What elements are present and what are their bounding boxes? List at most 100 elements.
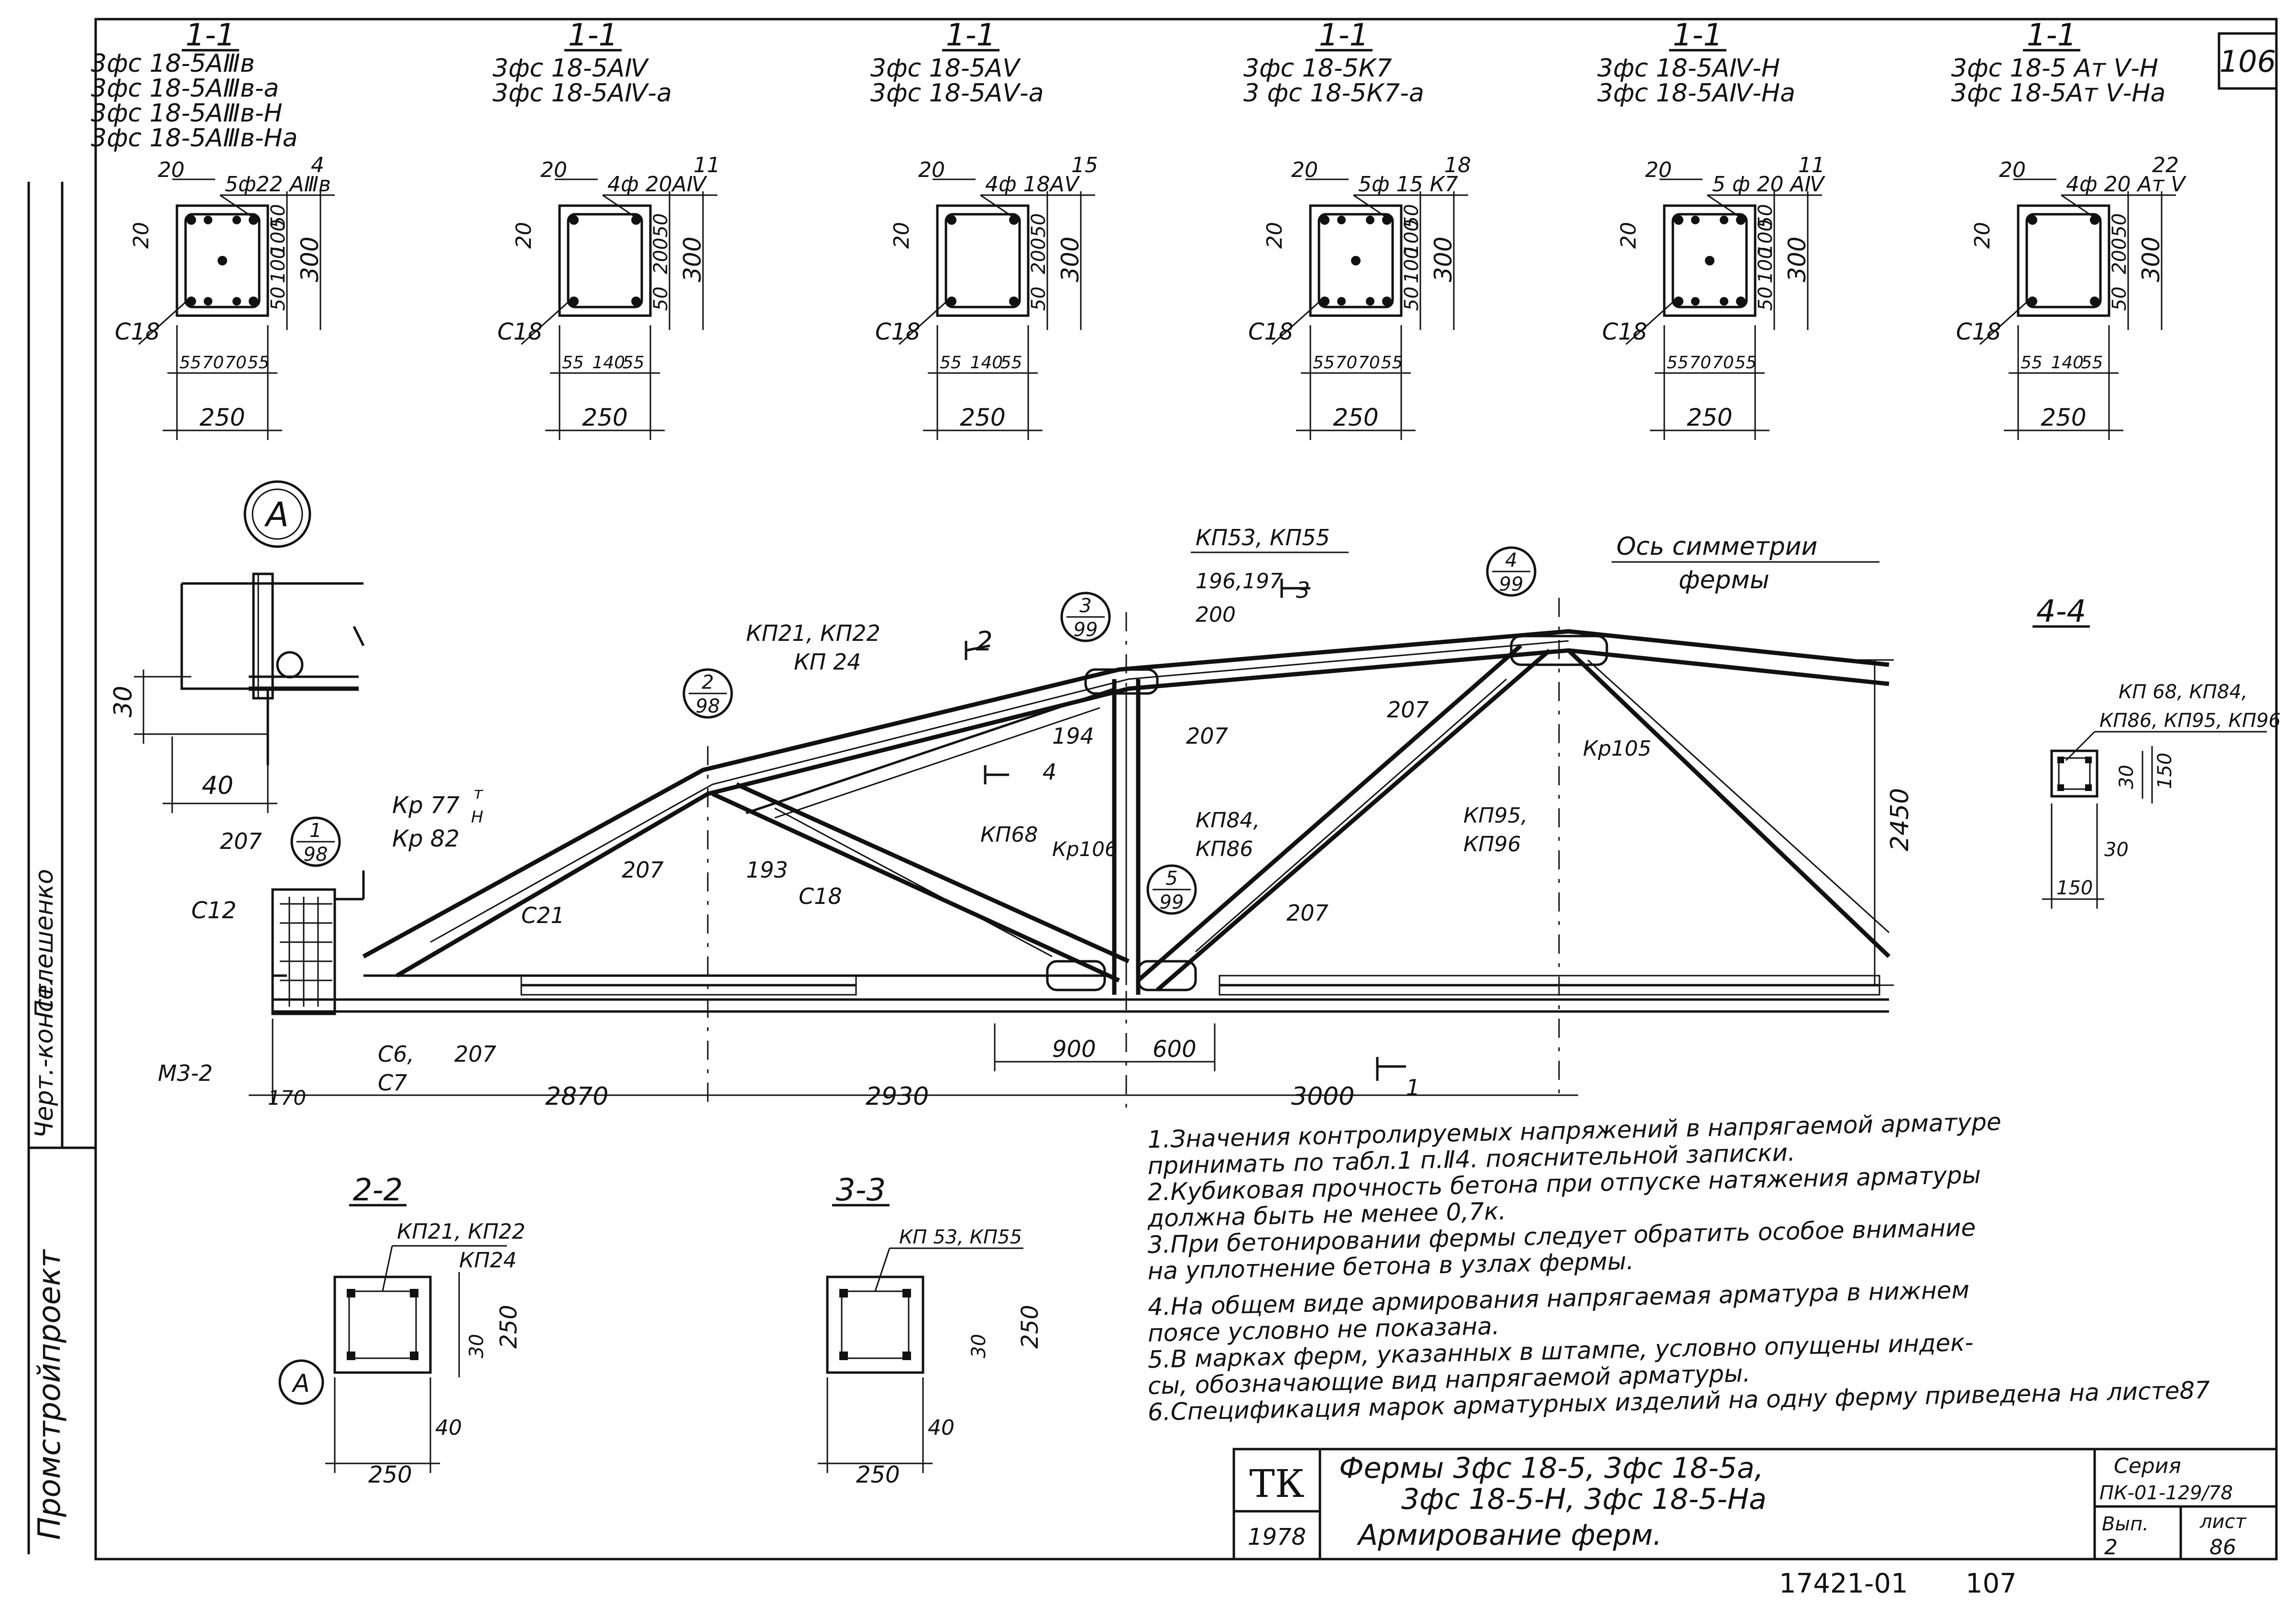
vertical-dim: 100 <box>1401 220 1423 256</box>
vertical-dim: 50 <box>650 286 672 311</box>
sec44-d150: 150 <box>2154 753 2176 789</box>
sec22-label2: КП24 <box>459 1248 516 1273</box>
rebar-label: 4ф 20АⅣ <box>607 172 708 197</box>
horizontal-dim: 70 <box>202 353 224 373</box>
vertical-dim: 200 <box>2109 238 2131 274</box>
rebar-dot <box>1736 215 1746 225</box>
svg-text:5: 5 <box>1165 868 1177 890</box>
truss-mark: 3фс 18-5АⅢв <box>91 49 255 78</box>
rebar-dot <box>1009 215 1019 225</box>
truss-mark: 3фс 18-5АⅢв-На <box>91 124 297 153</box>
vertical-total: 300 <box>679 237 706 282</box>
sec22-callout-text: А <box>291 1369 310 1398</box>
horizontal-dim: 55 <box>1381 353 1403 373</box>
cut-mark-1: 1 <box>1406 1075 1420 1100</box>
vertical-dim: 100 <box>1755 247 1777 283</box>
truss-mark: 3фс 18-5АⅣ-На <box>1597 79 1795 108</box>
label-kp77: Кр 77 <box>392 792 460 819</box>
rebar-dot <box>187 297 196 306</box>
rebar-label: 5ф22 АⅢв <box>225 172 331 197</box>
truss-mark: 3фс 18-5АⅣ <box>493 54 649 83</box>
node-callout-node4: 499 <box>1486 546 1537 597</box>
section-cut-label: 1-1 <box>186 18 236 53</box>
edge-dim: 20 <box>1645 158 1672 182</box>
vertical-dim: 200 <box>1028 238 1050 274</box>
stamp-vyp: 2 <box>2104 1535 2118 1560</box>
node-callout-node3: 399 <box>1060 592 1111 642</box>
vertical-total: 300 <box>296 237 324 282</box>
sec22-d40: 40 <box>435 1416 462 1440</box>
label-kp53: КП53, КП55 <box>1196 525 1330 550</box>
vertical-dim: 50 <box>1401 204 1423 229</box>
rebar-dot <box>249 215 258 225</box>
rebar-count: 4 <box>311 153 324 177</box>
section-cut-label: 1-1 <box>1319 18 1369 53</box>
node-callout-node2: 298 <box>682 668 733 719</box>
stamp-series: ПК-01-129/78 <box>2099 1482 2233 1504</box>
horizontal-total: 250 <box>2041 404 2086 431</box>
side-dim: 20 <box>512 222 536 249</box>
truss-mark: 3фс 18-5АⅢв-а <box>91 74 279 103</box>
section-3-3: 3-3 КП 53, КП55 250 30 40 250 <box>818 1173 1044 1488</box>
cut-mark-2: 2 <box>976 626 993 657</box>
label-196: 196,197 <box>1196 569 1283 594</box>
stamp-vyp-label: Вып. <box>2102 1513 2149 1535</box>
edge-dim: 20 <box>1291 158 1318 182</box>
horizontal-total: 250 <box>1687 404 1732 431</box>
notes: 1.Значения контролируемых напряжений в н… <box>1147 1108 2210 1426</box>
section-cut-label: 1-1 <box>568 18 618 53</box>
horizontal-dim: 140 <box>2051 353 2084 373</box>
cut-mark-4: 4 <box>1043 759 1056 785</box>
vertical-total: 300 <box>1429 237 1457 282</box>
stamp-series-label: Серия <box>2114 1454 2181 1478</box>
horizontal-dim: 55 <box>2081 353 2103 373</box>
horizontal-dim: 70 <box>1358 353 1380 373</box>
svg-text:2: 2 <box>702 671 714 693</box>
sheet-number: 106 <box>2219 44 2276 79</box>
horizontal-dim: 55 <box>940 353 962 373</box>
label-194: 194 <box>1052 723 1094 749</box>
rebar-count: 15 <box>1071 153 1098 177</box>
horizontal-dim: 70 <box>1690 353 1712 373</box>
sec22-d250v: 250 <box>495 1305 522 1349</box>
label-c7: С7 <box>378 1070 407 1096</box>
label-kp21: КП21, КП22 <box>746 620 880 646</box>
sec33-d250v: 250 <box>1017 1305 1044 1349</box>
sec33-d40: 40 <box>928 1416 955 1440</box>
bottom-code: 17421-01 <box>1779 1568 1908 1599</box>
label-207e: 207 <box>454 1041 496 1067</box>
truss-mark: 3фс 18-5 Ат Ⅴ-Н <box>1951 54 2158 83</box>
horizontal-dim: 70 <box>225 353 247 373</box>
vertical-total: 300 <box>2137 237 2165 282</box>
label-kp82: Кр 82 <box>392 825 460 852</box>
horizontal-dim: 55 <box>623 353 645 373</box>
horizontal-dim: 70 <box>1712 353 1734 373</box>
svg-text:98: 98 <box>304 844 328 866</box>
rebar-label: 4ф 18АⅤ <box>985 172 1080 197</box>
sec22-d30: 30 <box>466 1334 488 1358</box>
rebar-dot <box>947 297 956 306</box>
vertical-dim: 100 <box>267 247 289 283</box>
dim-2450: 2450 <box>1886 788 1914 851</box>
sec33-d250h: 250 <box>856 1462 900 1488</box>
label-kp95: КП95, <box>1463 803 1527 828</box>
rebar-count: 11 <box>693 153 720 177</box>
note-line: 4.На общем виде армирования напрягаемая … <box>1147 1276 1969 1321</box>
section-4-4: 4-4 КП 68, КП84, КП86, КП95, КП96 30 150… <box>2032 594 2281 909</box>
edge-dim: 20 <box>158 158 185 182</box>
stamp-title2: 3фс 18-5-Н, 3фс 18-5-На <box>1401 1483 1767 1516</box>
horizontal-dim: 55 <box>1667 353 1689 373</box>
dim-600: 600 <box>1153 1036 1197 1063</box>
node-callout-node5: 599 <box>1146 864 1197 915</box>
rebar-dot <box>2090 215 2099 225</box>
node-callout-node1: 198 <box>290 816 341 867</box>
rebar-dot <box>2028 215 2037 225</box>
vertical-dim: 50 <box>267 286 289 311</box>
cut-mark-3: 3 <box>1296 577 1310 603</box>
label-207f: 207 <box>1286 900 1329 926</box>
